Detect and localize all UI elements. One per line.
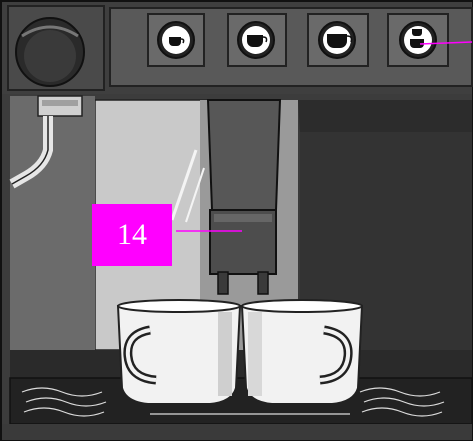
button-single-small-cup[interactable]: [148, 14, 204, 66]
dark-right-edge: [298, 100, 472, 132]
cup-right: [242, 300, 362, 404]
button-two-cups[interactable]: [388, 14, 448, 66]
cup-left: [118, 300, 240, 404]
button-large-cup[interactable]: [308, 14, 368, 66]
base-strip: [2, 424, 472, 440]
coffee-spout: [208, 100, 280, 294]
button-single-cup[interactable]: [228, 14, 286, 66]
steam-knob: [8, 6, 104, 90]
callout-label-14: 14: [92, 204, 172, 266]
drip-tray-back: [10, 350, 472, 380]
